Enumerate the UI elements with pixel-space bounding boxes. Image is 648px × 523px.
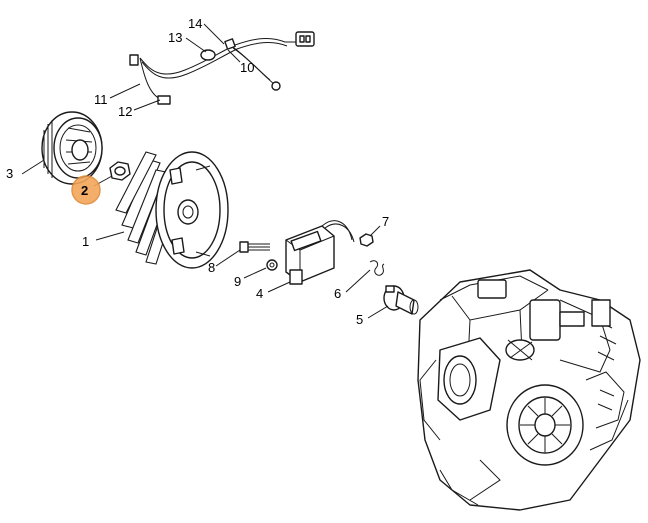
- callout-7: 7: [382, 214, 389, 229]
- callout-14: 14: [188, 16, 202, 31]
- screw: [239, 241, 270, 253]
- starter-cup: [41, 111, 103, 185]
- contact-spring: [369, 260, 385, 276]
- washer: [266, 259, 278, 271]
- callout-1: 1: [82, 234, 89, 249]
- callout-13: 13: [168, 30, 182, 45]
- leader-lines: [21, 23, 389, 319]
- callout-4: 4: [256, 286, 263, 301]
- engine-housing: [417, 269, 641, 511]
- callout-2[interactable]: 2: [81, 183, 88, 198]
- callout-3: 3: [6, 166, 13, 181]
- callout-12: 12: [118, 104, 132, 119]
- wiring-harness: [129, 31, 315, 105]
- callout-labels: 3 2 1 8 9 4 5 6 7 10 11 12 13 14: [6, 16, 389, 327]
- grommet: [200, 49, 216, 61]
- callout-5: 5: [356, 312, 363, 327]
- callout-6: 6: [334, 286, 341, 301]
- callout-9: 9: [234, 274, 241, 289]
- callout-10: 10: [240, 60, 254, 75]
- callout-8: 8: [208, 260, 215, 275]
- ignition-module: [285, 220, 355, 285]
- ring-terminal: [271, 81, 281, 91]
- wire-terminal: [129, 54, 139, 66]
- callout-11: 11: [94, 92, 108, 107]
- highlight-marker: [71, 175, 101, 205]
- flywheel-nut: [109, 161, 131, 181]
- wire-clip: [224, 38, 236, 50]
- connector-plug: [295, 31, 315, 47]
- flat-terminal: [157, 95, 171, 105]
- flywheel: [115, 151, 229, 269]
- spark-plug-boot: [383, 285, 419, 315]
- hex-nut: [359, 233, 374, 247]
